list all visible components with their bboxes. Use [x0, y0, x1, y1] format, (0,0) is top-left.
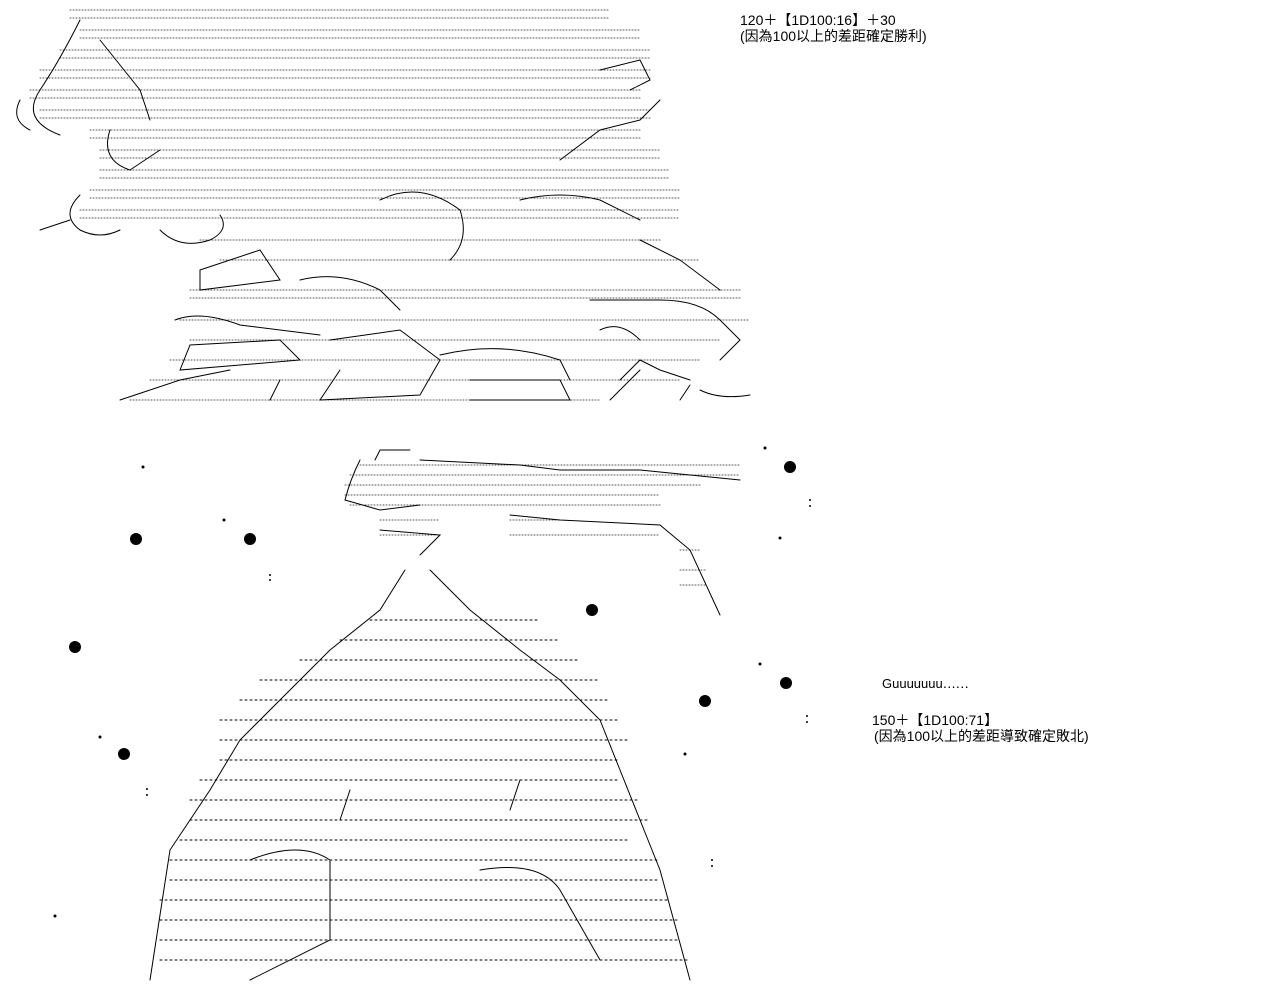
- caption-victory: 120＋【1D100:16】＋30 (因為100以上的差距確定勝利): [740, 12, 927, 44]
- caption-defeat-roll: 150＋【1D100:71】: [872, 712, 999, 728]
- ascii-art-robed-figure-icon: [53, 446, 811, 981]
- ascii-art-dragon-crash-icon: [16, 9, 751, 401]
- caption-victory-note: (因為100以上的差距確定勝利): [740, 28, 927, 44]
- sound-effect-text: Guuuuuuu‥‥‥: [882, 676, 969, 691]
- caption-victory-roll: 120＋【1D100:16】＋30: [740, 12, 896, 28]
- caption-defeat-note: (因為100以上的差距導致確定敗北): [874, 728, 1089, 744]
- caption-defeat: 150＋【1D100:71】 (因為100以上的差距導致確定敗北): [872, 712, 1089, 744]
